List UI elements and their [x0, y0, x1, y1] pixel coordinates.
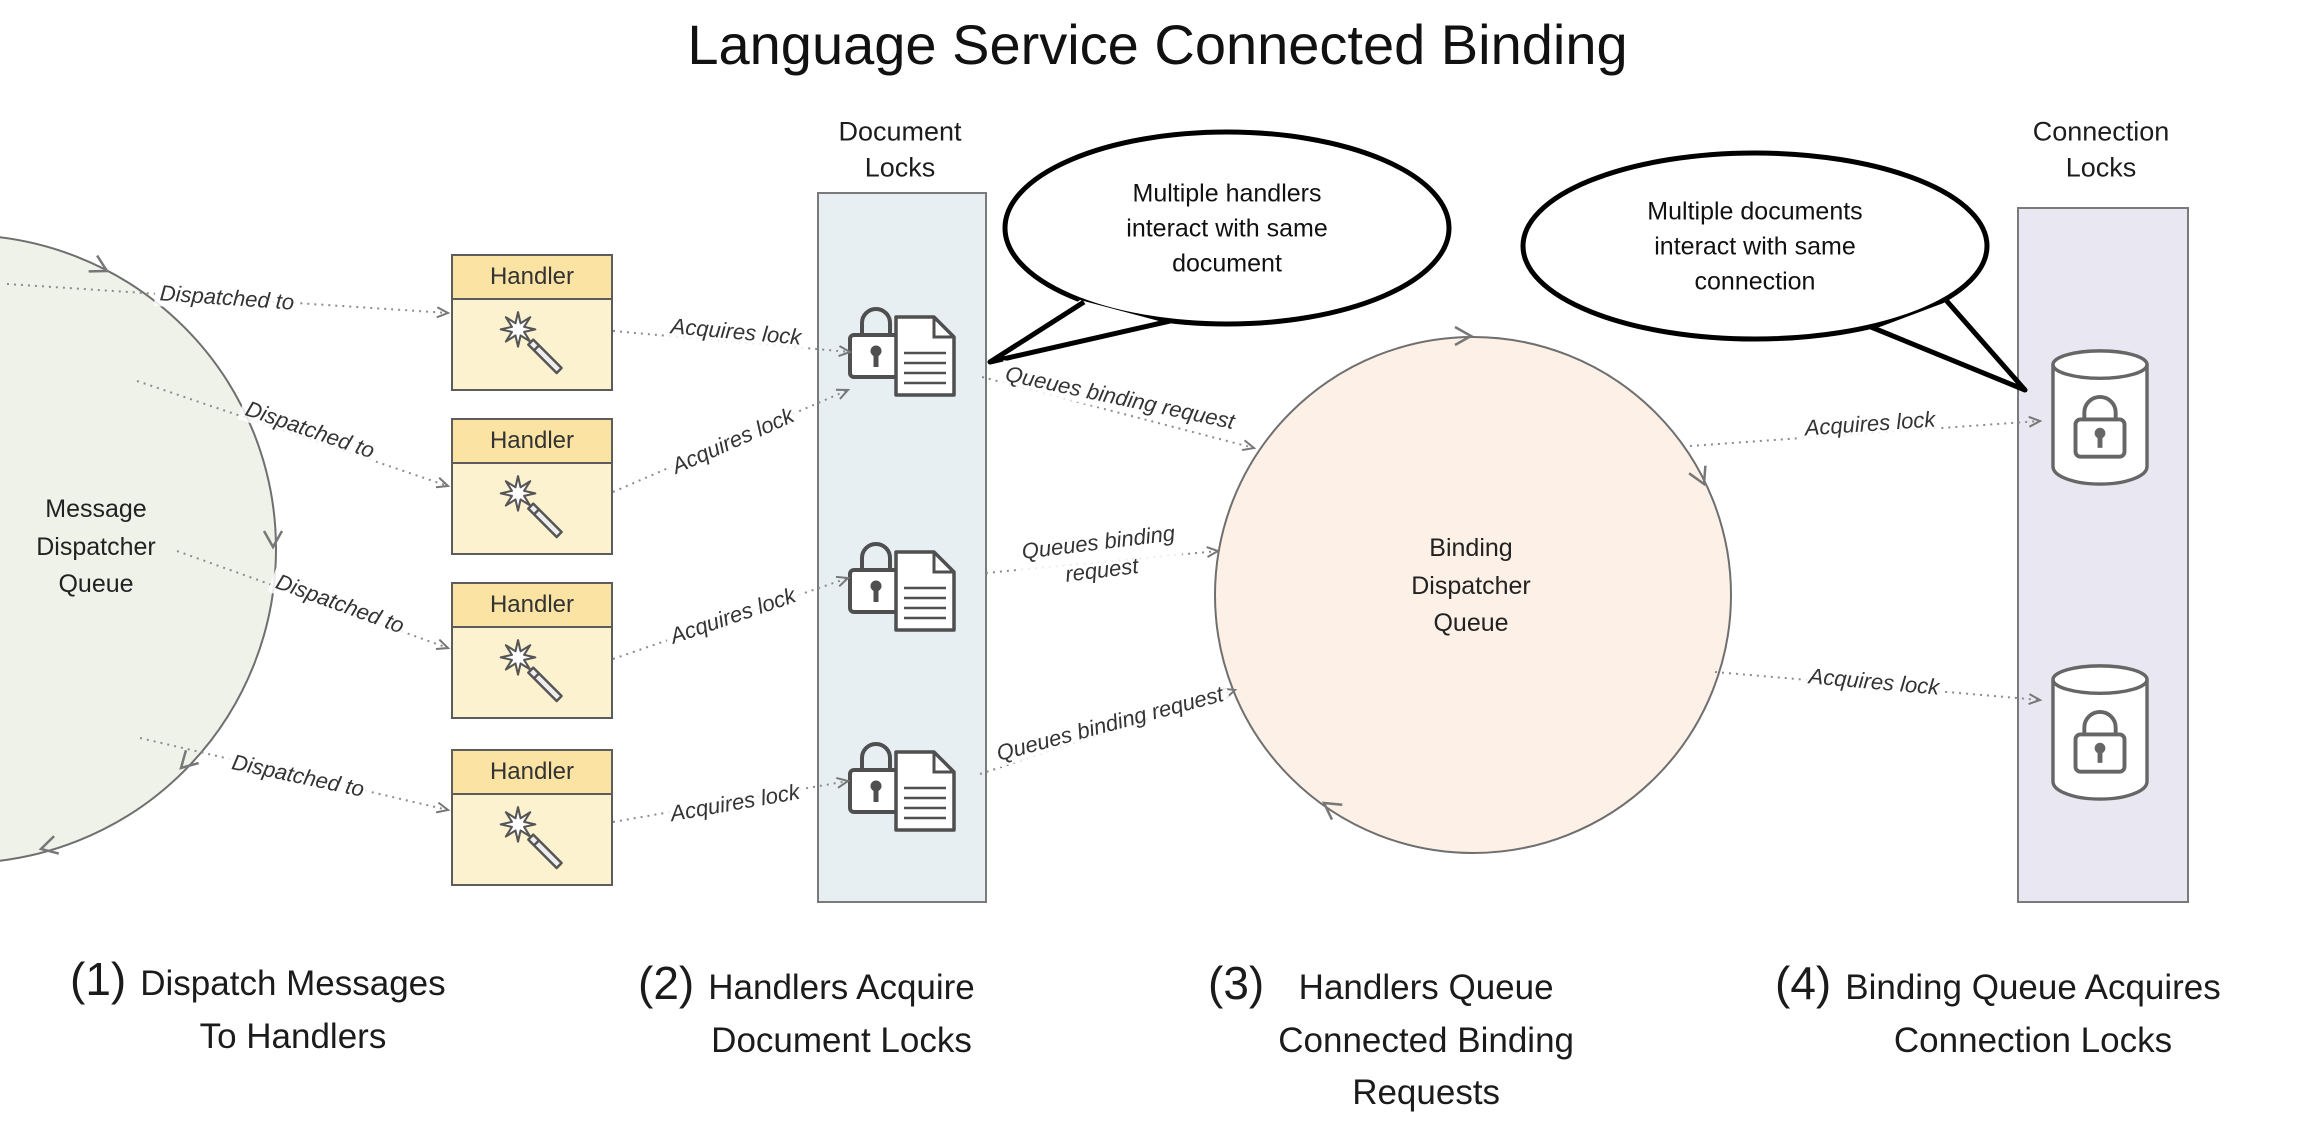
- caption-1: (1) Dispatch Messages To Handlers: [70, 952, 446, 1063]
- message-dispatcher-queue-label: Message Dispatcher Queue: [36, 494, 156, 598]
- binding-dispatcher-queue-label: Binding Dispatcher Queue: [1411, 533, 1531, 637]
- lock-document-icon: [848, 307, 956, 397]
- speech-bubble-documents-text: Multiple documents interact with same co…: [1647, 197, 1863, 296]
- handler-box-1: Handler: [451, 254, 613, 391]
- edge-label-dispatched-3: Dispatched to: [267, 567, 413, 641]
- magic-wand-icon: [499, 310, 563, 374]
- caption-3: (3) Handlers Queue Connected Binding Req…: [1208, 956, 1574, 1120]
- handler-title: Handler: [453, 420, 611, 464]
- magic-wand-icon: [499, 474, 563, 538]
- magic-wand-icon: [499, 805, 563, 869]
- diagram-title: Language Service Connected Binding: [687, 13, 1628, 76]
- database-lock-icon: [2051, 664, 2149, 801]
- caption-2-number: (2): [638, 957, 695, 1009]
- edge-label-acquires-doc-2: Acquires lock: [663, 400, 803, 482]
- handler-box-2: Handler: [451, 418, 613, 555]
- caption-2-text: Handlers Acquire Document Locks: [708, 968, 975, 1060]
- database-lock-icon: [2051, 349, 2149, 486]
- caption-1-text: Dispatch Messages To Handlers: [140, 964, 446, 1056]
- caption-3-text: Handlers Queue Connected Binding Request…: [1278, 968, 1575, 1112]
- lock-document-icon: [848, 742, 956, 832]
- edge-label-acquires-doc-4: Acquires lock: [663, 777, 807, 829]
- edge-label-queues-1: Queues binding request: [998, 359, 1242, 437]
- caption-2: (2) Handlers Acquire Document Locks: [638, 956, 975, 1067]
- magic-wand-icon: [499, 638, 563, 702]
- caption-4-number: (4): [1775, 957, 1832, 1009]
- edge-label-queues-2: Queues binding request: [1015, 518, 1185, 594]
- edge-label-acquires-doc-3: Acquires lock: [662, 580, 804, 652]
- edge-label-acquires-doc-1: Acquires lock: [664, 312, 808, 352]
- lock-document-icon: [848, 542, 956, 632]
- handler-title: Handler: [453, 751, 611, 795]
- caption-4: (4) Binding Queue Acquires Connection Lo…: [1775, 956, 2221, 1067]
- edge-label-acquires-conn-2: Acquires lock: [1802, 662, 1946, 702]
- caption-4-text: Binding Queue Acquires Connection Locks: [1845, 968, 2221, 1060]
- speech-bubble-handlers-text: Multiple handlers interact with same doc…: [1126, 179, 1328, 278]
- handler-box-3: Handler: [451, 582, 613, 719]
- document-locks-header: Document Locks: [838, 116, 962, 183]
- caption-3-number: (3): [1208, 957, 1265, 1009]
- binding-dispatcher-queue-circle: [1214, 336, 1732, 854]
- edge-label-dispatched-4: Dispatched to: [224, 748, 372, 804]
- connection-locks-header: Connection Locks: [2032, 116, 2170, 183]
- caption-1-number: (1): [70, 953, 127, 1005]
- handler-title: Handler: [453, 256, 611, 300]
- edge-label-queues-3: Queues binding request: [988, 679, 1232, 769]
- edge-label-dispatched-1: Dispatched to: [154, 279, 300, 317]
- edge-label-acquires-conn-1: Acquires lock: [1798, 406, 1942, 442]
- handler-box-4: Handler: [451, 749, 613, 886]
- handler-title: Handler: [453, 584, 611, 628]
